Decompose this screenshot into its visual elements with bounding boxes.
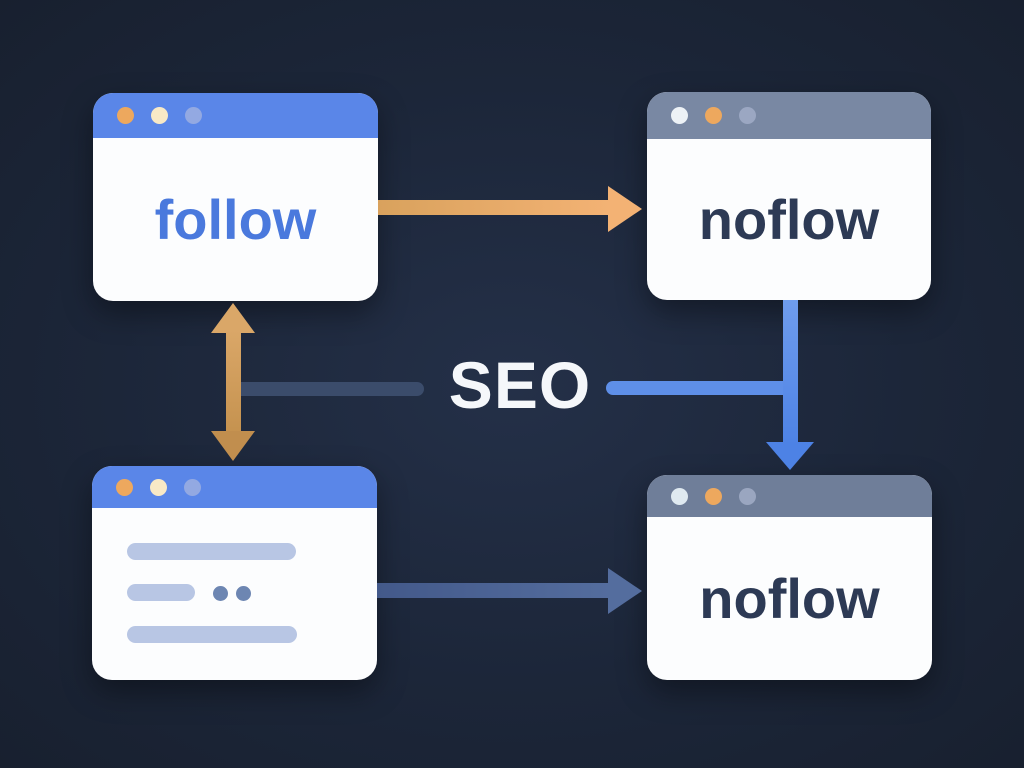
skeleton-dot xyxy=(236,586,251,601)
seo-label: SEO xyxy=(448,348,592,422)
arrow-shaft xyxy=(378,200,610,215)
skeleton-dot xyxy=(213,586,228,601)
window-control-dot-icon xyxy=(184,478,201,496)
window-control-dot-icon xyxy=(739,107,756,124)
window-titlebar xyxy=(647,92,931,139)
noflow-bottom-label: noflow xyxy=(699,566,880,630)
arrow-shaft xyxy=(377,583,610,598)
arrow-shaft xyxy=(226,330,241,434)
skeleton-text-line xyxy=(127,584,195,601)
window-control-dot-icon xyxy=(671,487,688,505)
follow-label: follow xyxy=(154,187,317,251)
window-control-dot-icon xyxy=(705,107,722,124)
window-control-dot-icon xyxy=(150,478,167,496)
window-titlebar xyxy=(647,475,932,517)
window-titlebar xyxy=(93,93,378,138)
window-control-dot-icon xyxy=(185,107,202,124)
browser-window-noflow-top: noflow xyxy=(647,92,931,300)
arrow-shaft xyxy=(783,300,798,446)
window-body: follow xyxy=(93,138,378,301)
arrow-head-down-icon xyxy=(211,431,255,461)
window-control-dot-icon xyxy=(739,487,756,505)
browser-window-follow: follow xyxy=(93,93,378,301)
window-control-dot-icon xyxy=(117,107,134,124)
window-body: noflow xyxy=(647,517,932,680)
browser-window-content xyxy=(92,466,377,680)
skeleton-text-line xyxy=(127,626,297,643)
window-control-dot-icon xyxy=(151,107,168,124)
browser-window-noflow-bottom: noflow xyxy=(647,475,932,680)
arrow-head-right-icon xyxy=(608,568,642,614)
arrow-head-down-icon xyxy=(766,442,814,470)
window-control-dot-icon xyxy=(705,487,722,505)
seo-right-connector-line xyxy=(606,381,798,395)
window-control-dot-icon xyxy=(116,478,133,496)
arrow-head-up-icon xyxy=(211,303,255,333)
noflow-top-label: noflow xyxy=(698,187,880,251)
arrow-head-right-icon xyxy=(608,186,642,232)
window-body: noflow xyxy=(647,139,931,300)
window-titlebar xyxy=(92,466,377,508)
seo-left-connector-line xyxy=(228,382,424,396)
window-control-dot-icon xyxy=(671,107,688,124)
skeleton-text-line xyxy=(127,543,296,560)
